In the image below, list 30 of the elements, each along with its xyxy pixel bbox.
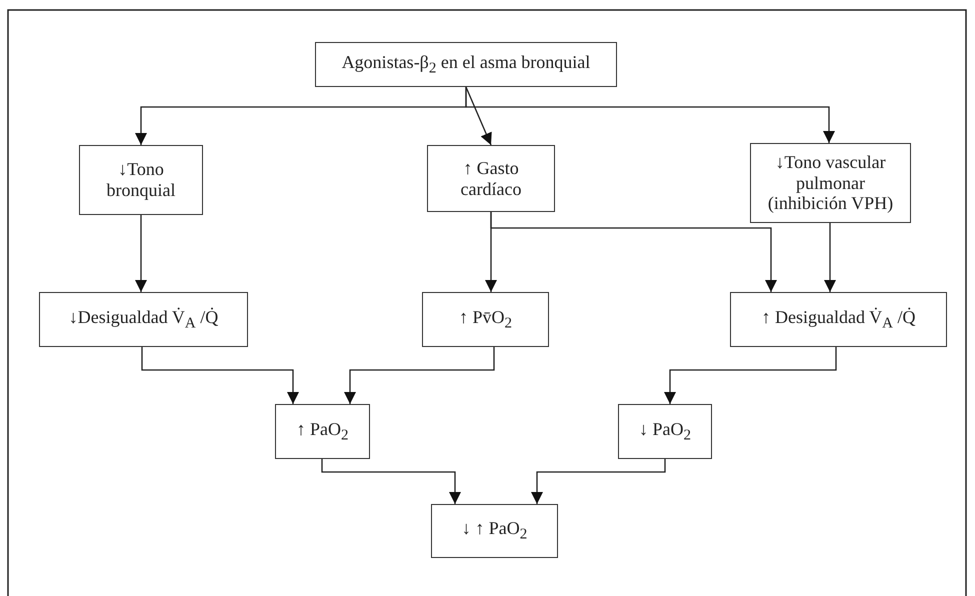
box-label: Agonistas-β$_{2}$ en el asma bronquial	[342, 52, 590, 78]
box-label: ↑ Pv̄O$_{2}$	[458, 306, 512, 332]
box-label: ↑ Desigualdad V̇$_{A}$ /Q̇	[762, 306, 916, 332]
process-box	[618, 404, 712, 459]
process-box	[750, 143, 911, 223]
process-box	[315, 42, 617, 87]
process-box	[431, 504, 558, 558]
box-label: ↑ Gasto cardíaco	[460, 158, 522, 200]
process-box	[79, 145, 203, 215]
arrow	[135, 215, 147, 292]
arrow	[465, 86, 492, 146]
arrow	[141, 347, 299, 404]
box-label: ↓Tono vascular pulmonar (inhibición VPH)	[766, 152, 894, 214]
process-box	[39, 292, 248, 347]
box-label: ↓ ↑ PaO$_{2}$	[462, 518, 528, 544]
process-box	[427, 145, 555, 212]
arrow	[490, 212, 777, 292]
box-label: ↓Tono bronquial	[106, 159, 176, 201]
arrow	[465, 87, 835, 143]
box-label: ↑ PaO$_{2}$	[296, 418, 348, 444]
box-label: ↓ PaO$_{2}$	[639, 418, 691, 444]
arrow	[344, 347, 495, 404]
box-label: ↓Desigualdad V̇$_{A}$ /Q̇	[68, 306, 218, 332]
arrow	[824, 223, 836, 292]
process-box	[730, 292, 947, 347]
process-box	[275, 404, 370, 459]
arrow	[531, 459, 666, 504]
arrow	[321, 459, 461, 504]
arrow	[664, 347, 837, 404]
process-box	[422, 292, 549, 347]
